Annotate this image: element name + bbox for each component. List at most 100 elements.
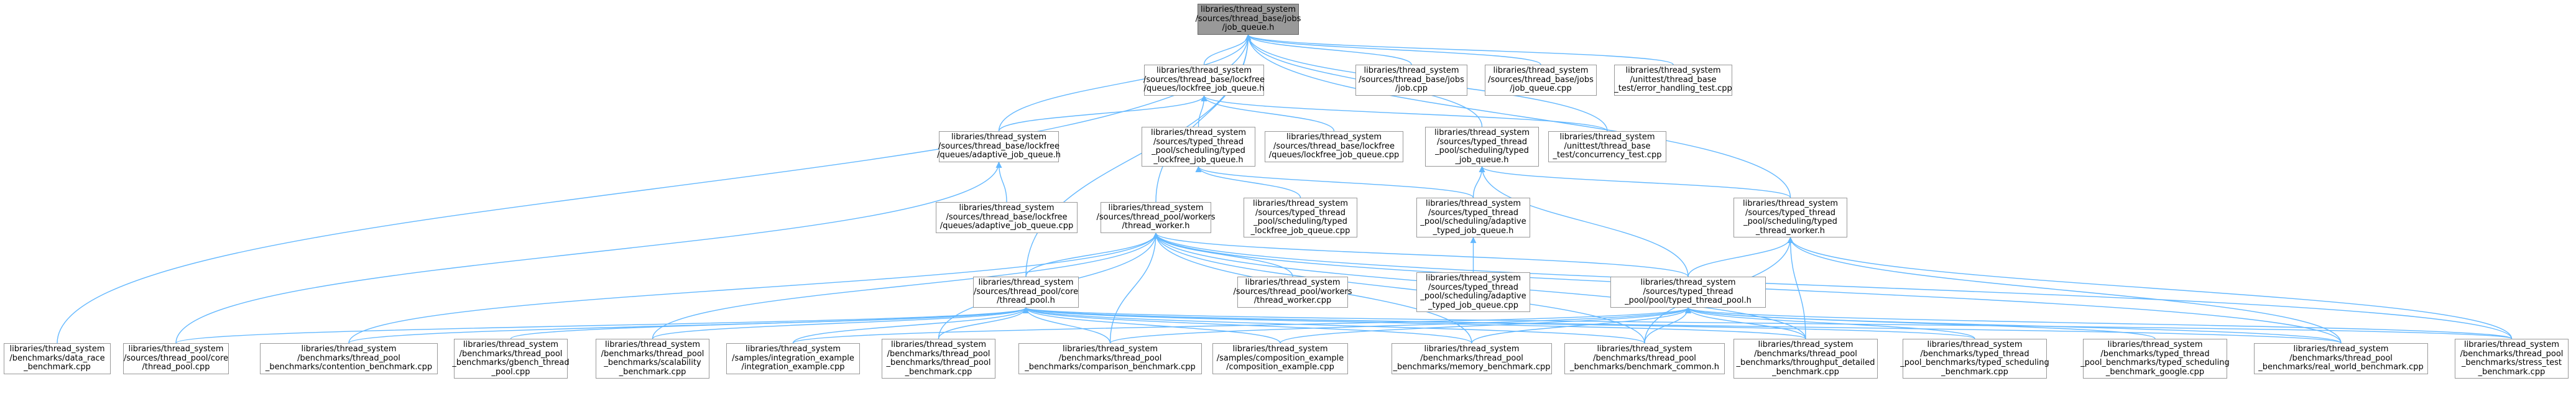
node-label-line: /sources/typed_thread [1745,208,1836,218]
node-adaptive-typed-job-queue-h[interactable]: libraries/thread_system/sources/typed_th… [1416,198,1530,237]
node-label-line: /benchmarks/thread_pool [2289,353,2393,363]
edge-root-to-job_queue_cpp [1245,34,1541,65]
edge-typed_thread_pool_h-to-real_world_benchmark [1685,307,2342,344]
edge-thread_pool_h-to-thread_pool_cpp [175,307,1029,344]
node-label-line: /benchmarks/data_race [9,353,105,363]
edge-adaptive_job_queue_h-to-thread_pool_cpp [175,162,1002,344]
node-label-line: _benchmarks/stress_test [2462,358,2562,367]
node-label-line: libraries/thread_system [890,340,986,349]
edge-typed_job_queue_h-to-typed_thread_pool_h [1479,166,1689,277]
node-label-line: _thread_worker.h [1755,226,1826,236]
node-memory-benchmark[interactable]: libraries/thread_system/benchmarks/threa… [1392,343,1552,374]
node-label-line: /unittest/thread_base [1630,75,1717,85]
node-label-line: /benchmarks/thread_pool [1420,353,1523,363]
node-label-line: /sources/typed_thread [1255,208,1346,218]
node-label-line: /sources/thread_base/jobs [1488,75,1594,85]
edge-typed_thread_pool_h-to-memory_benchmark [1471,307,1691,344]
node-label-line: /samples/composition_example [1216,353,1344,363]
node-label-line: _pool/scheduling/adaptive [1420,217,1526,226]
edge-lockfree_job_queue_h-to-concurrency_test [1201,95,1608,132]
edge-typed_thread_pool_h-to-integration_example [792,307,1691,344]
node-real-world-benchmark[interactable]: libraries/thread_system/benchmarks/threa… [2254,343,2428,374]
node-throughput-detailed[interactable]: libraries/thread_system/benchmarks/threa… [1733,339,1878,379]
node-label-line: /sources/typed_thread [1153,137,1244,147]
node-label-line: libraries/thread_system [301,344,397,354]
node-typed-scheduling-google[interactable]: libraries/thread_system/benchmarks/typed… [2080,339,2230,379]
node-label-line: libraries/thread_system [1232,344,1328,354]
node-label-line: _benchmarks/comparison_benchmark.cpp [1025,362,1196,372]
edge-thread_pool_h-to-gbench_thread_pool [510,307,1029,339]
node-job-cpp[interactable]: libraries/thread_system/sources/thread_b… [1355,65,1467,96]
node-label-line: /sources/thread_base/lockfree [946,212,1068,222]
node-error-handling-test[interactable]: libraries/thread_system/unittest/thread_… [1614,65,1732,96]
node-label-line: /sources/thread_pool/workers [1233,287,1352,297]
edge-root-to-thread_worker_h [1155,34,1252,203]
node-lockfree-job-queue-h[interactable]: libraries/thread_system/sources/thread_b… [1143,65,1265,96]
node-label-line: libraries/thread_system [1364,66,1459,76]
node-adaptive-typed-job-queue-cpp[interactable]: libraries/thread_system/sources/typed_th… [1416,272,1530,312]
node-typed-thread-pool-h[interactable]: libraries/thread_system/sources/typed_th… [1610,277,1766,308]
node-label-line: _pool/scheduling/typed [1743,217,1837,226]
node-label-line: /job.cpp [1395,84,1428,94]
node-contention-benchmark[interactable]: libraries/thread_system/benchmarks/threa… [260,343,438,374]
node-data-race-benchmark[interactable]: libraries/thread_system/benchmarks/data_… [4,343,111,374]
node-label-line: /samples/integration_example [732,353,854,363]
node-adaptive-job-queue-cpp[interactable]: libraries/thread_system/sources/thread_b… [936,202,1078,233]
node-lockfree-job-queue-cpp[interactable]: libraries/thread_system/sources/thread_b… [1265,131,1403,162]
node-thread-pool-h[interactable]: libraries/thread_system/sources/thread_p… [973,277,1079,308]
node-stress-test-benchmark[interactable]: libraries/thread_system/benchmarks/threa… [2455,339,2569,379]
edge-root-to-job_cpp [1245,34,1412,65]
node-label-line: /job_queue.cpp [1510,84,1572,94]
edge-root-to-typed_thread_worker_h [1245,34,1791,198]
node-composition-example[interactable]: libraries/thread_system/samples/composit… [1212,343,1348,374]
node-label-line: _benchmark.cpp [1941,367,2008,377]
node-typed-lockfree-job-queue-h[interactable]: libraries/thread_system/sources/typed_th… [1142,127,1255,167]
node-typed-lockfree-job-queue-cpp[interactable]: libraries/thread_system/sources/typed_th… [1244,198,1357,237]
node-label-line: /unittest/thread_base [1564,141,1651,151]
node-thread-worker-cpp[interactable]: libraries/thread_system/sources/thread_p… [1233,277,1352,308]
node-integration-example[interactable]: libraries/thread_system/samples/integrat… [726,343,860,374]
node-gbench-thread-pool[interactable]: libraries/thread_system/benchmarks/threa… [452,339,570,379]
node-label-line: /benchmarks/thread_pool [601,349,704,359]
node-comparison-benchmark[interactable]: libraries/thread_system/benchmarks/threa… [1018,343,1202,374]
node-thread-pool-cpp[interactable]: libraries/thread_system/sources/thread_p… [123,343,229,374]
node-label-line: /sources/typed_thread [1428,282,1519,292]
node-label-line: libraries/thread_system [1200,5,1296,15]
node-benchmark-common[interactable]: libraries/thread_system/benchmarks/threa… [1564,343,1725,374]
node-label-line: _benchmark.cpp [24,362,91,372]
node-concurrency-test[interactable]: libraries/thread_system/unittest/thread_… [1548,131,1666,162]
node-typed-job-queue-h[interactable]: libraries/thread_system/sources/typed_th… [1425,127,1539,167]
node-thread-pool-benchmark[interactable]: libraries/thread_system/benchmarks/threa… [882,339,995,379]
node-typed-thread-worker-h[interactable]: libraries/thread_system/sources/typed_th… [1733,198,1847,237]
edge-thread_pool_h-to-composition_example [1023,307,1281,344]
node-label-line: _pool/scheduling/typed [1253,217,1347,226]
node-job-queue-cpp[interactable]: libraries/thread_system/sources/thread_b… [1485,65,1597,96]
node-label-line: _test/error_handling_test.cpp [1614,84,1732,94]
node-label-line: _pool/scheduling/typed [1435,146,1529,155]
node-label-line: _benchmarks/benchmark_common.h [1570,362,1719,372]
node-label-line: _lockfree_job_queue.cpp [1250,226,1350,236]
node-label-line: libraries/thread_system [128,344,224,354]
node-label-line: _benchmarks/real_world_benchmark.cpp [2258,362,2424,372]
node-typed-scheduling-benchmark[interactable]: libraries/thread_system/benchmarks/typed… [1900,339,2049,379]
node-thread-worker-h[interactable]: libraries/thread_system/sources/thread_p… [1096,202,1216,233]
node-label-line: _pool.cpp [491,367,530,377]
node-label-line: /sources/thread_base/lockfree [938,141,1060,151]
node-label-line: /integration_example.cpp [741,362,845,372]
node-label-line: libraries/thread_system [2107,340,2203,349]
node-label-line: libraries/thread_system [951,132,1046,142]
node-label-line: libraries/thread_system [1252,199,1348,208]
node-label-line: _benchmark.cpp [2478,367,2546,377]
node-label-line: _pool_benchmarks/typed_scheduling [1900,358,2049,367]
node-label-line: /benchmarks/thread_pool [887,349,990,359]
edge-thread_worker_h-to-thread_worker_cpp [1153,233,1293,277]
edge-thread_pool_h-to-scalability_benchmark [652,307,1029,339]
node-label-line: libraries/thread_system [1493,66,1589,76]
node-label-line: /thread_pool.h [997,296,1055,306]
node-label-line: libraries/thread_system [463,340,558,349]
node-label-line: libraries/thread_system [2463,340,2559,349]
node-scalability-benchmark[interactable]: libraries/thread_system/benchmarks/threa… [596,339,709,379]
node-adaptive-job-queue-h[interactable]: libraries/thread_system/sources/thread_b… [937,131,1061,162]
node-label-line: /sources/typed_thread [1643,287,1733,297]
node-label-line: /benchmarks/thread_pool [1058,353,1162,363]
